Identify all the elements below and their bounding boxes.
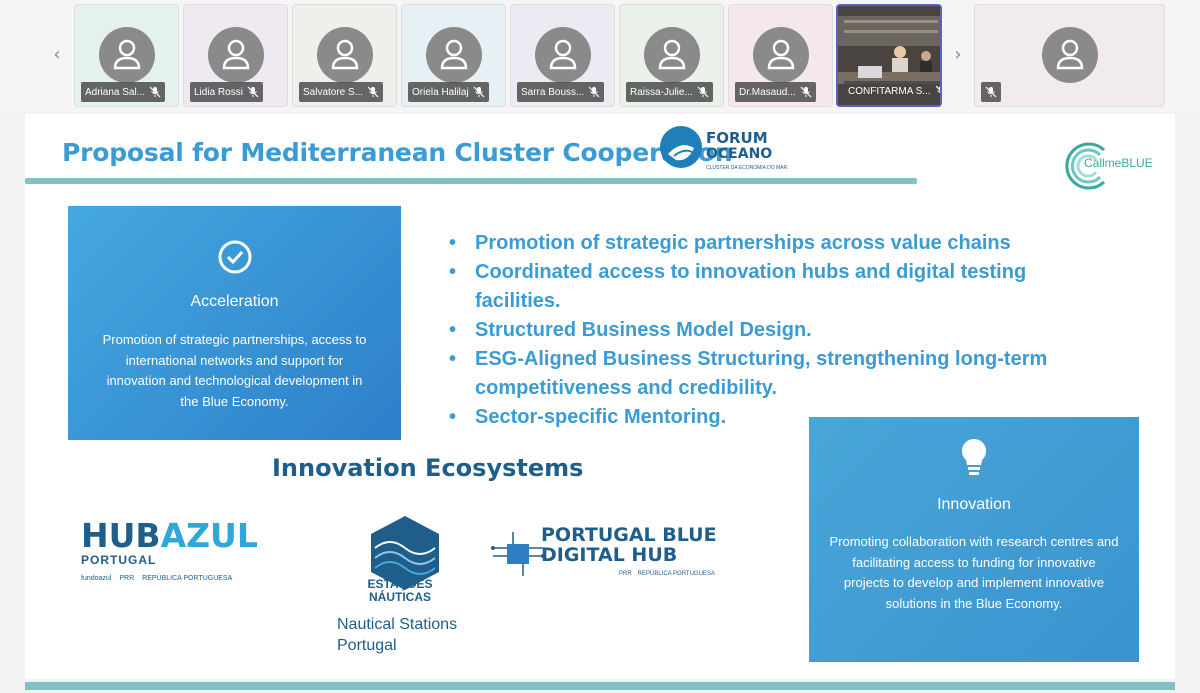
participant-name: Sarra Bouss... (521, 86, 585, 98)
avatar (1041, 27, 1098, 83)
mic-muted-icon (367, 86, 379, 98)
person-icon (331, 39, 358, 70)
participant-name-bar: Lidia Rossi (190, 82, 263, 102)
avatar (207, 27, 264, 83)
participant-tile[interactable]: Salvatore S... (292, 4, 397, 107)
innovation-description: Promoting collaboration with research ce… (829, 534, 1119, 611)
mic-muted-icon (247, 86, 259, 98)
participant-name-bar: Salvatore S... (299, 82, 384, 102)
participant-name-bar (981, 82, 1001, 102)
participant-name: CONFITARMA S... (848, 85, 931, 97)
participant-name-bar: CONFITARMA S... (844, 81, 940, 101)
person-icon (113, 39, 140, 70)
participant-name: Salvatore S... (303, 86, 364, 98)
participant-name: Oriela Halilaj (412, 86, 469, 98)
participant-name-bar: Dr.Masaud... (735, 82, 816, 102)
participant-tile-active-speaker[interactable]: CONFITARMA S... (836, 4, 942, 107)
avatar (316, 27, 373, 83)
participant-name: Lidia Rossi (194, 86, 243, 98)
mic-muted-icon (473, 86, 485, 98)
portugal-blue-digital-hub-logo: PORTUGAL BLUE DIGITAL HUB PRR REPÚBLICA … (491, 524, 741, 589)
callmeblue-ring-icon (1065, 142, 1106, 190)
participant-name: Raissa-Julie... (630, 86, 693, 98)
nautical-stations-label: Nautical Stations Portugal (337, 616, 458, 654)
avatar (643, 27, 700, 83)
person-icon (222, 39, 249, 70)
acceleration-description: Promotion of strategic partnerships, acc… (102, 332, 367, 409)
participant-tile-extra[interactable] (974, 4, 1165, 107)
benefits-list: Promotion of strategic partnerships acro… (445, 229, 1085, 432)
person-icon (440, 39, 467, 70)
participant-name: Dr.Masaud... (739, 86, 796, 98)
chevron-right-icon[interactable]: › (954, 44, 962, 65)
list-item: ESG-Aligned Business Structuring, streng… (445, 345, 1085, 403)
participant-name-bar: Oriela Halilaj (408, 82, 489, 102)
mic-muted-icon (985, 86, 997, 98)
avatar (425, 27, 482, 83)
participant-name-bar: Raissa-Julie... (626, 82, 713, 102)
estacoes-nauticas-label: ESTAÇÕES NÁUTICAS (367, 577, 433, 604)
participant-tile[interactable]: Adriana Sal... (74, 4, 179, 107)
innovation-title: Innovation (937, 496, 1011, 513)
shared-slide: Proposal for Mediterranean Cluster Coope… (25, 114, 1175, 679)
avatar (752, 27, 809, 83)
avatar (98, 27, 155, 83)
circuit-chip-icon (491, 532, 545, 576)
participant-tile[interactable]: Dr.Masaud... (728, 4, 833, 107)
acceleration-title: Acceleration (190, 293, 279, 310)
forum-oceano-logo: FORUM OCEANO CLUSTER DA ECONOMIA DO MAR (660, 124, 787, 171)
mic-muted-icon (800, 86, 812, 98)
check-circle-icon (218, 240, 251, 274)
list-item: Promotion of strategic partnerships acro… (445, 229, 1085, 258)
mic-muted-icon (697, 86, 709, 98)
ecosystems-title: Innovation Ecosystems (272, 454, 584, 482)
acceleration-card: Acceleration Promotion of strategic part… (68, 206, 401, 440)
wave-icon (668, 145, 694, 161)
participant-tile[interactable]: Oriela Halilaj (401, 4, 506, 107)
person-icon (767, 39, 794, 70)
participant-tile[interactable]: Raissa-Julie... (619, 4, 724, 107)
participant-tile[interactable]: Lidia Rossi (183, 4, 288, 107)
participant-name: Adriana Sal... (85, 86, 146, 98)
innovation-card: Innovation Promoting collaboration with … (809, 417, 1139, 662)
participant-name-bar: Adriana Sal... (81, 82, 166, 102)
slide-title: Proposal for Mediterranean Cluster Coope… (62, 138, 733, 167)
mic-muted-icon (149, 86, 161, 98)
chevron-left-icon[interactable]: ‹ (53, 44, 61, 65)
title-divider (25, 178, 917, 184)
participant-strip: ‹ Adriana Sal... Lidia Rossi Salvatore S..… (0, 0, 1200, 112)
person-icon (658, 39, 685, 70)
person-icon (1056, 39, 1083, 70)
person-icon (549, 39, 576, 70)
avatar (534, 27, 591, 83)
bottom-divider (25, 682, 1175, 690)
hubazul-logo: HUBAZUL PORTUGAL fundoazul PRR REPÚBLICA… (81, 516, 258, 582)
participant-tile[interactable]: Sarra Bouss... (510, 4, 615, 107)
callmeblue-logo: CallmeBLUE (1060, 136, 1170, 196)
list-item: Coordinated access to innovation hubs an… (445, 258, 1085, 316)
estacoes-nauticas-icon (371, 516, 439, 590)
list-item: Structured Business Model Design. (445, 316, 1085, 345)
lightbulb-icon (961, 438, 987, 475)
mic-muted-icon (588, 86, 600, 98)
list-item: Sector-specific Mentoring. (445, 403, 1085, 432)
participant-name-bar: Sarra Bouss... (517, 82, 605, 102)
mic-muted-icon (935, 85, 940, 94)
